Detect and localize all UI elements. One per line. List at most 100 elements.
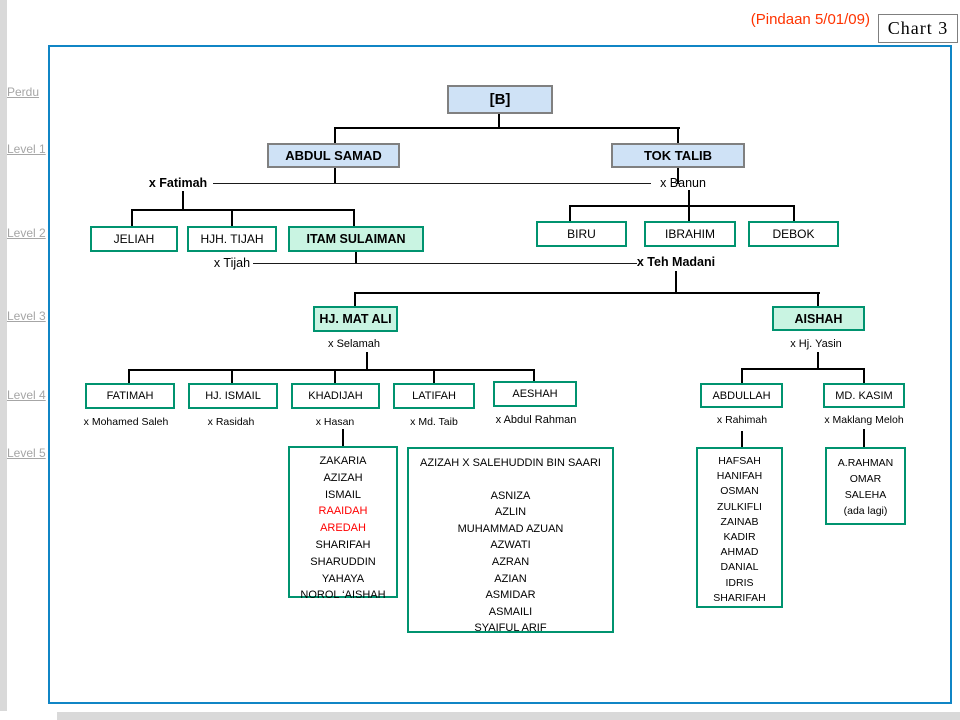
side-label-level2[interactable]: Level 2 <box>7 226 46 240</box>
node-root: [B] <box>447 85 553 114</box>
connector-line <box>131 209 133 226</box>
chart-number-label: Chart 3 <box>887 18 949 38</box>
connector-line <box>863 429 865 447</box>
connector-line <box>334 127 680 129</box>
node-hj-mat-ali: HJ. MAT ALI <box>313 306 398 332</box>
person-name: DANIAL <box>720 561 759 574</box>
person-name: ASMAILI <box>488 605 533 618</box>
side-label-level1[interactable]: Level 1 <box>7 142 46 156</box>
person-name: ZULKIFLI <box>717 500 762 513</box>
person-name: (ada lagi) <box>843 505 888 517</box>
node-itam-sulaiman: ITAM SULAIMAN <box>288 226 424 252</box>
spouse-x-hasan: x Hasan <box>315 416 355 428</box>
node-tok-talib: TOK TALIB <box>611 143 745 168</box>
person-name: SHARIFAH <box>713 591 766 604</box>
person-name: KADIR <box>723 531 756 544</box>
connector-line <box>354 292 820 294</box>
connector-line <box>677 167 679 184</box>
node-khadijah: KHADIJAH <box>291 383 380 409</box>
connector-line <box>128 369 535 371</box>
connector-line <box>231 209 233 226</box>
spouse-x-teh-madani: x Teh Madani <box>636 255 716 269</box>
spouse-x-md-taib: x Md. Taib <box>410 416 458 428</box>
connector-line <box>688 205 690 221</box>
spouse-x-maklang-meloh: x Maklang Meloh <box>824 414 904 426</box>
person-name: ASNIZA <box>490 489 531 502</box>
spouse-x-selamah: x Selamah <box>328 338 380 350</box>
connector-line <box>131 209 355 211</box>
side-label-level3[interactable]: Level 3 <box>7 309 46 323</box>
connector-line <box>741 368 865 370</box>
chart-number-box: Chart 3 <box>878 14 958 43</box>
person-name: A.RAHMAN <box>837 457 894 469</box>
spouse-x-banun: x Banun <box>660 176 706 190</box>
person-name: RAAIDAH <box>318 505 368 518</box>
spouse-x-fatimah: x Fatimah <box>148 176 208 190</box>
connector-line <box>688 190 690 207</box>
spouse-x-rahimah: x Rahimah <box>716 414 768 426</box>
side-label-level5[interactable]: Level 5 <box>7 446 46 460</box>
abdullah-children-list: HAFSAH HANIFAH OSMAN ZULKIFLI ZAINAB KADIR AHM… <box>696 447 783 608</box>
node-hj-ismail: HJ. ISMAIL <box>188 383 278 409</box>
revision-note: (Pindaan 5/01/09) <box>750 11 870 28</box>
node-abdullah: ABDULLAH <box>700 383 783 408</box>
person-name: HANIFAH <box>716 470 763 483</box>
side-label-level4[interactable]: Level 4 <box>7 388 46 402</box>
connector-line <box>675 271 677 293</box>
connector-line <box>498 114 500 128</box>
connector-line <box>569 205 795 207</box>
spouse-x-hj-yasin: x Hj. Yasin <box>790 338 842 350</box>
connector-line <box>355 252 357 264</box>
latifah-children-header: AZIZAH X SALEHUDDIN BIN SAARI <box>420 457 601 469</box>
person-name: AZRAN <box>491 555 530 568</box>
person-name: IDRIS <box>725 576 754 589</box>
person-name: HAFSAH <box>718 455 761 467</box>
person-name: ASMIDAR <box>485 589 536 602</box>
node-md-kasim: MD. KASIM <box>823 383 905 408</box>
person-name: SALEHA <box>844 489 887 501</box>
spouse-x-abdul-rahman: x Abdul Rahman <box>495 414 577 426</box>
connector-line <box>569 205 571 221</box>
node-biru: BIRU <box>536 221 627 247</box>
person-name: AZIAN <box>494 572 527 585</box>
person-name: ZAKARIA <box>319 455 367 467</box>
person-name: YAHAYA <box>321 572 365 585</box>
node-ibrahim: IBRAHIM <box>644 221 736 247</box>
node-fatimah: FATIMAH <box>85 383 175 409</box>
person-name: NOROL ‘AISHAH <box>300 589 386 602</box>
connector-line <box>863 368 865 383</box>
node-aeshah: AESHAH <box>493 381 577 407</box>
person-name: SYAIFUL ARIF <box>474 622 547 635</box>
side-label-perdu[interactable]: Perdu <box>7 85 40 99</box>
person-name: SHARUDDIN <box>310 555 376 568</box>
connector-line <box>741 431 743 447</box>
node-abdul-samad: ABDUL SAMAD <box>267 143 400 168</box>
connector-line <box>817 292 819 306</box>
connector-line <box>342 429 344 446</box>
person-name: AZIZAH <box>323 471 363 484</box>
person-name: AHMAD <box>720 546 759 559</box>
connector-line <box>354 292 356 307</box>
list-spacer <box>409 472 612 488</box>
marriage-line <box>213 183 651 184</box>
person-name: SHARIFAH <box>315 538 371 551</box>
connector-line <box>128 369 130 383</box>
node-jeliah: JELIAH <box>90 226 178 252</box>
person-name: OSMAN <box>720 485 759 498</box>
connector-line <box>366 352 368 370</box>
node-hjh-tijah: HJH. TIJAH <box>187 226 277 252</box>
bottom-edge-strip <box>57 712 960 720</box>
node-debok: DEBOK <box>748 221 839 247</box>
connector-line <box>353 209 355 226</box>
connector-line <box>334 167 336 184</box>
connector-line <box>182 191 184 210</box>
spouse-x-tijah: x Tijah <box>213 256 251 270</box>
person-name: MUHAMMAD AZUAN <box>457 522 564 535</box>
left-edge-strip <box>0 0 7 711</box>
person-name: ZAINAB <box>720 515 759 528</box>
